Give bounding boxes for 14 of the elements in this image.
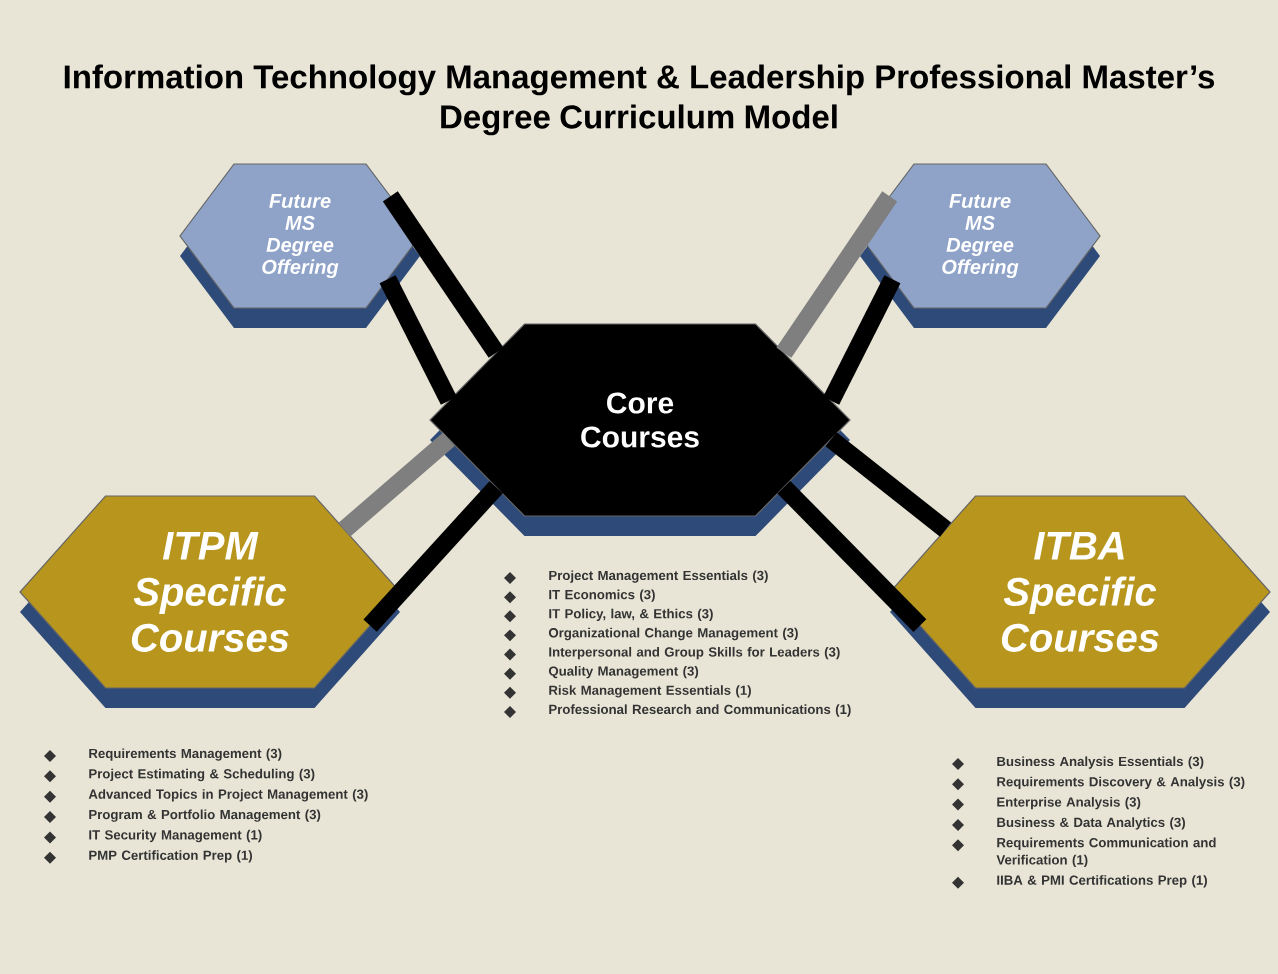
specific-courses-hexagon: ITPM Specific Courses <box>19 495 401 708</box>
future-degree-hexagon: Future MS Degree Offering <box>179 163 421 328</box>
connector-bar <box>363 481 503 632</box>
connector-bar <box>776 191 898 358</box>
connector-bar <box>823 275 901 405</box>
connector-bar <box>338 432 455 537</box>
future-degree-hexagon: Future MS Degree Offering <box>859 163 1101 328</box>
title: Information Technology Management & Leadership Professional Master’s Degree Curriculum Model <box>64 64 1215 136</box>
connector-bar <box>777 480 927 632</box>
core-courses-hexagon: Core Courses <box>429 323 851 536</box>
specific-courses-hexagon: ITBA Specific Courses <box>889 495 1271 708</box>
connector-bar <box>825 432 952 537</box>
connector-bar <box>379 275 457 405</box>
connector-bar <box>382 191 504 358</box>
